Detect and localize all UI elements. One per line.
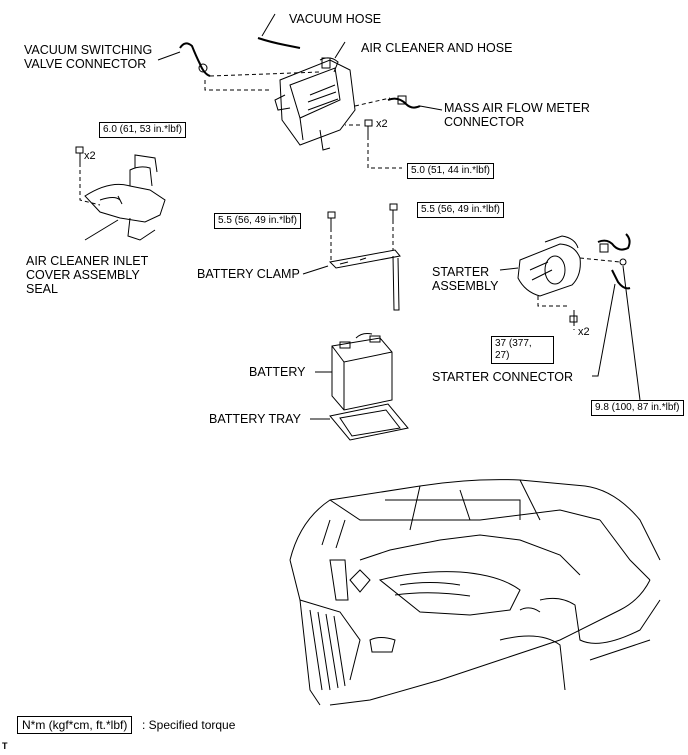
battery-drawing [315,333,393,411]
corner-mark: T [2,741,8,751]
aircleaner-bolt-drawing [345,119,402,169]
label-starter-connector: STARTER CONNECTOR [432,370,573,384]
label-vacuum-switching-line2: VALVE CONNECTOR [24,57,147,71]
maf-connector-drawing [354,95,443,111]
torque-battery-clamp-right: 5.5 (56, 49 in.*lbf) [417,202,504,218]
battery-tray-drawing [310,403,409,441]
label-vacuum-switching-line1: VACUUM SWITCHING [24,43,153,57]
vacuum-hose-drawing [257,13,301,49]
torque-air-cleaner: 5.0 (51, 44 in.*lbf) [407,163,494,179]
torque-battery-clamp-left: 5.5 (56, 49 in.*lbf) [214,213,301,229]
label-battery: BATTERY [249,365,306,379]
label-battery-tray: BATTERY TRAY [209,412,301,426]
inlet-cover-drawing [75,146,166,241]
multiplier-inlet: x2 [84,150,96,162]
label-inlet-line2: COVER ASSEMBLY [26,268,140,282]
label-vacuum-hose: VACUUM HOSE [289,12,382,26]
legend-torque-unit: N*m (kgf*cm, ft.*lbf) [17,716,133,734]
label-battery-clamp: BATTERY CLAMP [197,267,300,281]
label-maf-line1: MASS AIR FLOW METER [444,101,590,115]
multiplier-aircleaner: x2 [376,118,388,130]
label-starter-line1: STARTER [432,265,490,279]
label-starter-line2: ASSEMBLY [432,279,499,293]
torque-starter: 37 (377, 27) [491,336,554,364]
torque-starter-line1: 37 (377, [495,338,532,349]
vacuum-switching-connector-drawing [157,42,321,91]
torque-inlet-cover: 6.0 (61, 53 in.*lbf) [99,122,186,138]
multiplier-starter: x2 [578,326,590,338]
legend-description: : Specified torque [142,718,236,732]
torque-starter-line2: 27) [495,350,510,361]
label-maf-line2: CONNECTOR [444,115,525,129]
label-inlet-line3: SEAL [26,282,58,296]
torque-starter-connector: 9.8 (100, 87 in.*lbf) [591,400,684,416]
starter-drawing [499,233,641,401]
vehicle-drawing [289,479,661,706]
label-inlet-line1: AIR CLEANER INLET [26,254,149,268]
air-cleaner-drawing [274,41,356,151]
battery-clamp-drawing [302,203,401,311]
label-air-cleaner-and-hose: AIR CLEANER AND HOSE [361,41,513,55]
